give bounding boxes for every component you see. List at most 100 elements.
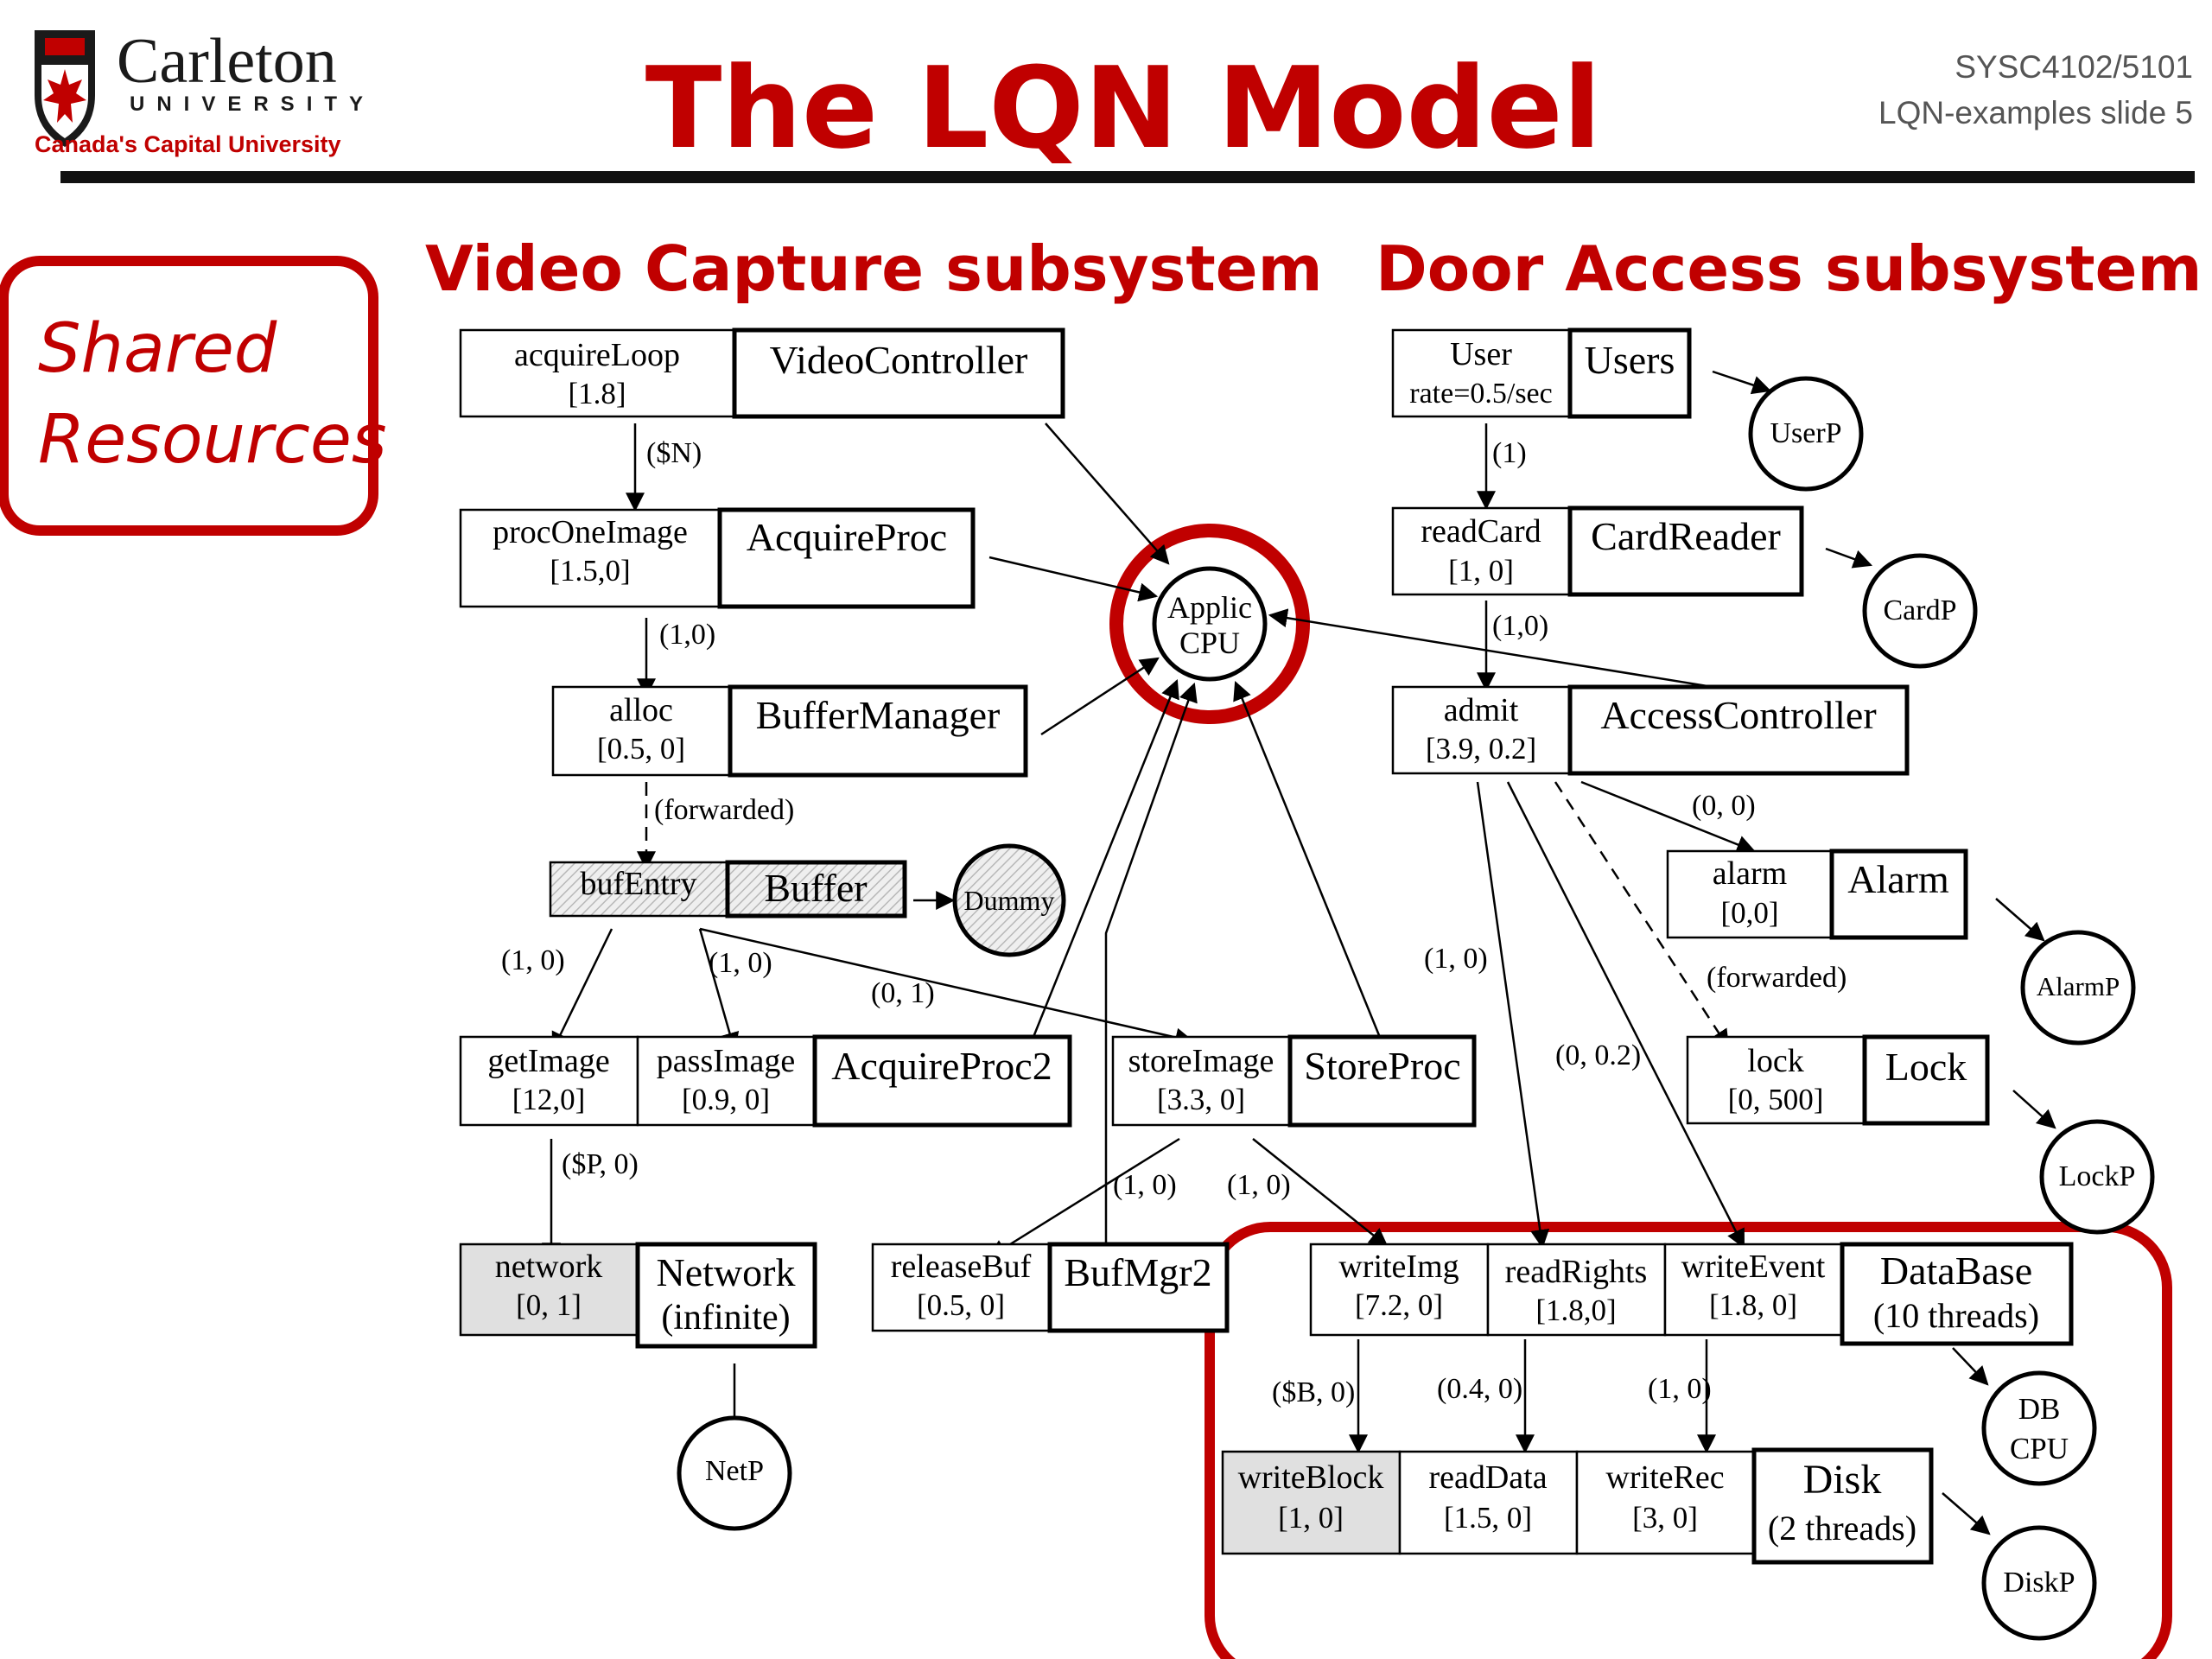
shared-resources-line1: Shared [38,310,277,388]
arrow-acquireproc2-cpu [1027,678,1179,1051]
task-network: network [0, 1] Network (infinite) [459,1242,817,1349]
label-c01: (0, 1) [871,977,935,1009]
label-c10g: (1, 0) [1424,943,1488,975]
processor-applic-line1: Applic [1167,590,1252,625]
task-accesscontroller: admit [3.9, 0.2] AccessController [1391,684,1910,776]
entry-passimage-demand: [0.9, 0] [682,1083,770,1116]
task-lock-label: Lock [1885,1045,1967,1089]
logo-name: Carleton [117,26,337,97]
video-subsystem-title: Video Capture subsystem [425,232,1323,305]
task-disk-label: Disk [1803,1457,1882,1503]
task-buffer-label: Buffer [764,866,867,910]
task-disk-threads: (2 threads) [1768,1509,1916,1548]
label-forwarded1: (forwarded) [654,794,794,826]
slide-number: LQN-examples slide 5 [1878,95,2193,130]
label-c10d: (1, 0) [1113,1169,1177,1201]
carleton-logo: Carleton UNIVERSITY Canada's Capital Uni… [35,26,363,157]
entry-proconeimage: procOneImage [493,514,688,550]
arrow-bufentry-passimage [698,928,740,1052]
label-n: ($N) [646,437,702,469]
task-acquireproc2-label: AcquireProc2 [831,1044,1052,1088]
processor-lockp: LockP [2039,1119,2155,1235]
arrow-admit-lock [1554,781,1730,1049]
page-title: The LQN Model [645,42,1602,174]
entry-getimage-demand: [12,0] [512,1083,586,1116]
task-alarm: alarm [0,0] Alarm [1666,849,1968,940]
entry-admit-demand: [3.9, 0.2] [1426,732,1536,766]
processor-cardp: CardP [1862,553,1978,669]
task-acquireproc: procOneImage [1.5,0] AcquireProc [459,507,976,609]
arrow-database-dbcpu [1952,1347,1989,1386]
entry-readrights: readRights [1505,1254,1648,1290]
database-highlight [1205,1222,2172,1659]
processor-diskp: DiskP [1981,1525,2097,1641]
processor-dbcpu-line2: CPU [2010,1432,2069,1465]
processor-alarmp-label: AlarmP [2037,971,2120,1001]
entry-alloc: alloc [609,692,673,728]
task-cardreader-label: CardReader [1591,514,1781,558]
arrow-bufentry-getimage [551,928,613,1052]
task-videocontroller: acquireLoop [1.8] VideoController [459,327,1065,419]
entry-user-rate: rate=0.5/sec [1409,378,1552,410]
label-c10c: (1, 0) [709,947,772,979]
label-forwarded2: (forwarded) [1707,962,1847,994]
entry-getimage: getImage [487,1043,609,1079]
task-bufmgr2-label: BufMgr2 [1064,1250,1211,1294]
processor-dummy: Dummy [952,843,1066,957]
course-code: SYSC4102/5101 [1955,49,2193,85]
task-lock: lock [0, 500] Lock [1686,1034,1990,1126]
task-videocontroller-label: VideoController [770,338,1028,382]
applic-cpu-highlight [1109,524,1310,724]
task-acquireproc-label: AcquireProc [747,515,947,559]
arrow-lock-lockp [2012,1090,2056,1129]
processor-cardp-label: CardP [1884,594,1957,626]
arrow-videocontroller-cpu [1045,423,1170,565]
entry-storeimage-demand: [3.3, 0] [1157,1083,1245,1116]
shared-resources-line2: Resources [38,401,387,479]
task-storeproc-label: StoreProc [1304,1044,1460,1088]
entry-alloc-demand: [0.5, 0] [597,732,685,766]
entry-writeblock: writeBlock [1238,1459,1384,1496]
processor-userp: UserP [1748,376,1864,492]
task-cardreader: readCard [1, 0] CardReader [1391,505,1804,597]
logo-tagline: Canada's Capital University [35,131,341,157]
call-arrows [542,370,2056,1535]
entry-network-demand: [0, 1] [516,1288,582,1322]
task-database-threads: (10 threads) [1873,1296,2039,1335]
task-database: writeImg [7.2, 0] readRights [1.8,0] wri… [1309,1242,2074,1346]
processor-dummy-label: Dummy [964,885,1055,916]
entry-readcard-demand: [1, 0] [1448,554,1514,588]
task-bufmgr2: releaseBuf [0.5, 0] BufMgr2 [871,1242,1230,1333]
arrow-accesscontroller-cpu [1268,608,1751,695]
processor-alarmp: AlarmP [2020,930,2136,1046]
task-acquireproc2: getImage [12,0] passImage [0.9, 0] Acqui… [459,1034,1072,1128]
entry-releasebuf-demand: [0.5, 0] [917,1288,1005,1322]
arrow-acquireproc-cpu [988,556,1159,602]
processor-netp-label: NetP [705,1455,764,1487]
processor-applic-line2: CPU [1179,626,1240,660]
label-u1: (1) [1492,437,1527,469]
entry-lock-demand: [0, 500] [1728,1083,1824,1116]
entry-writeimg-demand: [7.2, 0] [1355,1288,1443,1322]
label-c10h: (1, 0) [1648,1373,1712,1405]
entry-user: User [1450,336,1512,372]
entry-storeimage: storeImage [1128,1043,1274,1079]
task-buffermanager: alloc [0.5, 0] BufferManager [551,684,1028,778]
arrow-storeimage-releasebuf [988,1137,1180,1259]
entry-writeevent-demand: [1.8, 0] [1709,1288,1797,1322]
arrow-storeproc-cpu [1233,680,1384,1045]
entry-writerec: writeRec [1605,1459,1724,1496]
processor-netp: NetP [677,1415,792,1531]
label-c002: (0, 0.2) [1555,1039,1641,1071]
label-p0: ($P, 0) [562,1148,639,1180]
entry-writeevent: writeEvent [1681,1249,1826,1285]
task-network-mult: (infinite) [661,1298,790,1338]
arrow-bufmgr2-cpu [1104,682,1198,1257]
processor-userp-label: UserP [1770,417,1841,449]
arrow-disk-diskp [1942,1492,1991,1535]
task-users-label: Users [1585,338,1675,382]
entry-acquireloop: acquireLoop [514,337,680,373]
label-c10b: (1, 0) [501,944,565,976]
task-network-label: Network [657,1250,796,1294]
